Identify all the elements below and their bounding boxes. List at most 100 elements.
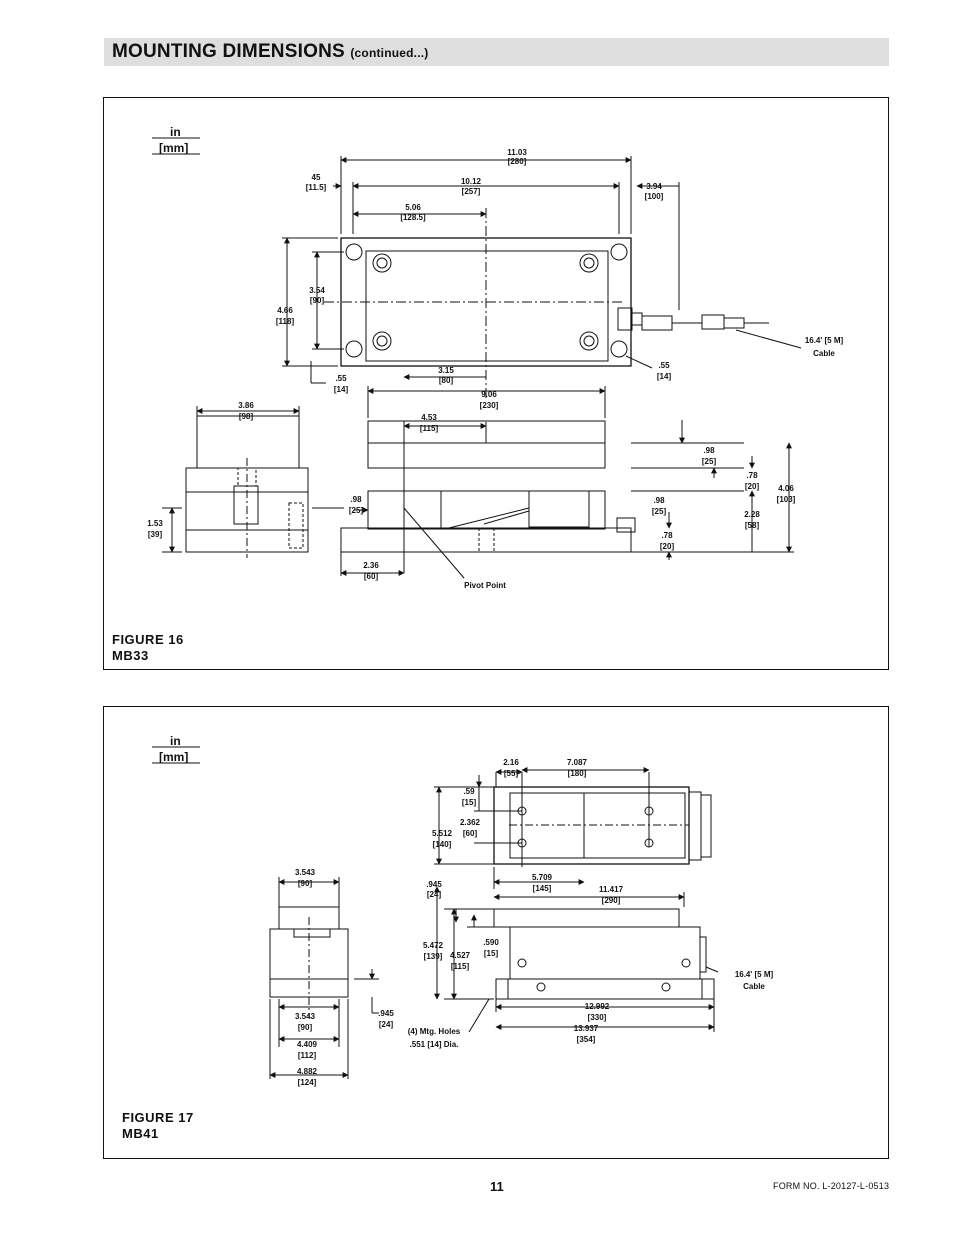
section-header-bar: MOUNTING DIMENSIONS (continued...)	[104, 38, 889, 66]
mounting-holes-count: (4) Mtg. Holes	[408, 1027, 461, 1036]
dim-0.55-b-in: .55	[658, 361, 670, 370]
section-subtitle: (continued...)	[350, 46, 429, 60]
dim-0.78-b-mm: [20]	[660, 542, 675, 551]
dim-9.06-mm: [230]	[480, 401, 499, 410]
dim-0.945-a-in: .945	[426, 880, 442, 889]
dim-0.55-b-mm: [14]	[657, 372, 672, 381]
dim-3.54-mm: [90]	[310, 296, 325, 305]
figure-17-model: MB41	[122, 1126, 159, 1141]
figure-16-model: MB33	[112, 648, 149, 663]
cable-label-17: Cable	[743, 982, 765, 991]
dim-0.98-a-mm: [25]	[702, 457, 717, 466]
figure-16-caption: FIGURE 16 MB33	[112, 632, 184, 664]
dim-5.472-mm: [139]	[424, 952, 443, 961]
dim-0.98-c-mm: [25]	[652, 507, 667, 516]
dim-0.945-b-in: .945	[378, 1009, 394, 1018]
dim-13.937-mm: [354]	[577, 1035, 596, 1044]
page-number: 11	[490, 1179, 504, 1194]
dim-1.53-mm: [39]	[148, 530, 163, 539]
dim-4.527-in: 4.527	[450, 951, 471, 960]
dim-3.543-b-mm: [90]	[298, 1023, 313, 1032]
dim-5.512-mm: [140]	[433, 840, 452, 849]
dim-0.55-a-in: .55	[335, 374, 347, 383]
dim-0.59-in: .59	[463, 787, 475, 796]
dim-45-mm: [11.5]	[306, 183, 327, 192]
dim-0.590-in: .590	[483, 938, 499, 947]
dim-10.12-mm: [257]	[462, 187, 481, 196]
dim-4.66-in: 4.66	[277, 306, 293, 315]
figure-16-panel: in [mm] 11.03 [280] 45 [11.5] 10.12 [257…	[103, 97, 889, 670]
dim-11.03-in: 11.03	[507, 148, 527, 157]
figure-17-panel: in [mm] 2.16 [55] 7.087 [180] .59 [15] 2…	[103, 706, 889, 1159]
dim-3.543-a-in: 3.543	[295, 868, 316, 877]
dim-3.86-in: 3.86	[238, 401, 254, 410]
dim-4.53-mm: [115]	[420, 424, 439, 433]
dim-0.98-c-in: .98	[653, 496, 665, 505]
dim-0.98-a-in: .98	[703, 446, 715, 455]
unit-mm-17: [mm]	[159, 750, 188, 764]
dim-3.86-mm: [98]	[239, 412, 254, 421]
dim-2.36-mm: [60]	[364, 572, 379, 581]
figure-16-drawing: in [mm] 11.03 [280] 45 [11.5] 10.12 [257…	[147, 125, 844, 590]
dim-0.590-mm: [15]	[484, 949, 499, 958]
dim-4.882-mm: [124]	[298, 1078, 317, 1087]
dim-3.543-b-in: 3.543	[295, 1012, 316, 1021]
section-title: MOUNTING DIMENSIONS (continued...)	[112, 41, 428, 63]
dim-0.55-a-mm: [14]	[334, 385, 349, 394]
dim-3.94-in: 3.94	[646, 182, 662, 191]
dim-12.992-mm: [330]	[588, 1013, 607, 1022]
dim-2.16-mm: [55]	[504, 769, 519, 778]
dim-45-in: 45	[312, 173, 321, 182]
figure-16-label: FIGURE 16	[112, 632, 184, 647]
dim-2.28-mm: [58]	[745, 521, 760, 530]
dim-11.417-in: 11.417	[599, 885, 624, 894]
dim-5.472-in: 5.472	[423, 941, 444, 950]
unit-mm: [mm]	[159, 141, 188, 155]
dim-3.54-in: 3.54	[309, 286, 325, 295]
dim-7.087-in: 7.087	[567, 758, 588, 767]
dim-4.66-mm: [118]	[276, 317, 295, 326]
dim-9.06-in: 9.06	[481, 390, 497, 399]
dim-11.417-mm: [290]	[602, 896, 621, 905]
unit-in-17: in	[170, 734, 181, 748]
dim-3.543-a-mm: [90]	[298, 879, 313, 888]
cable-length-17: 16.4' [5 M]	[735, 970, 774, 979]
dim-10.12-in: 10.12	[461, 177, 482, 186]
dim-3.15-mm: [80]	[439, 376, 454, 385]
dim-5.06-in: 5.06	[405, 203, 421, 212]
form-number: FORM NO. L-20127-L-0513	[773, 1181, 890, 1191]
dim-4.409-in: 4.409	[297, 1040, 318, 1049]
dim-0.945-b-mm: [24]	[379, 1020, 394, 1029]
cable-label-16: Cable	[813, 349, 835, 358]
dim-3.15-in: 3.15	[438, 366, 454, 375]
dim-0.78-a-in: .78	[746, 471, 758, 480]
figure-17-drawing: in [mm] 2.16 [55] 7.087 [180] .59 [15] 2…	[152, 734, 774, 1087]
dim-4.06-mm: [103]	[777, 495, 796, 504]
dim-4.06-in: 4.06	[778, 484, 794, 493]
dim-5.06-mm: [128.5]	[400, 213, 426, 222]
dim-4.527-mm: [115]	[451, 962, 470, 971]
dim-0.98-b-in: .98	[350, 495, 362, 504]
dim-0.59-mm: [15]	[462, 798, 477, 807]
dim-0.78-b-in: .78	[661, 531, 673, 540]
dim-2.28-in: 2.28	[744, 510, 760, 519]
dim-5.709-mm: [145]	[533, 884, 552, 893]
section-title-text: MOUNTING DIMENSIONS	[112, 41, 345, 62]
unit-in: in	[170, 125, 181, 139]
dim-4.409-mm: [112]	[298, 1051, 317, 1060]
dim-3.94-mm: [100]	[645, 192, 664, 201]
dim-0.98-b-mm: [25]	[349, 506, 364, 515]
figure-17-caption: FIGURE 17 MB41	[122, 1110, 194, 1142]
figure-17-label: FIGURE 17	[122, 1110, 194, 1125]
dim-0.945-a-mm: [24]	[427, 890, 442, 899]
mounting-holes-diameter: .551 [14] Dia.	[410, 1040, 459, 1049]
pivot-point-label: Pivot Point	[464, 581, 506, 590]
dim-2.362-mm: [60]	[463, 829, 478, 838]
dim-4.882-in: 4.882	[297, 1067, 318, 1076]
dim-7.087-mm: [180]	[568, 769, 587, 778]
dim-4.53-in: 4.53	[421, 413, 437, 422]
dim-5.512-in: 5.512	[432, 829, 453, 838]
dim-2.36-in: 2.36	[363, 561, 379, 570]
dim-13.937-in: 13.937	[574, 1024, 599, 1033]
cable-length-16: 16.4' [5 M]	[805, 336, 844, 345]
